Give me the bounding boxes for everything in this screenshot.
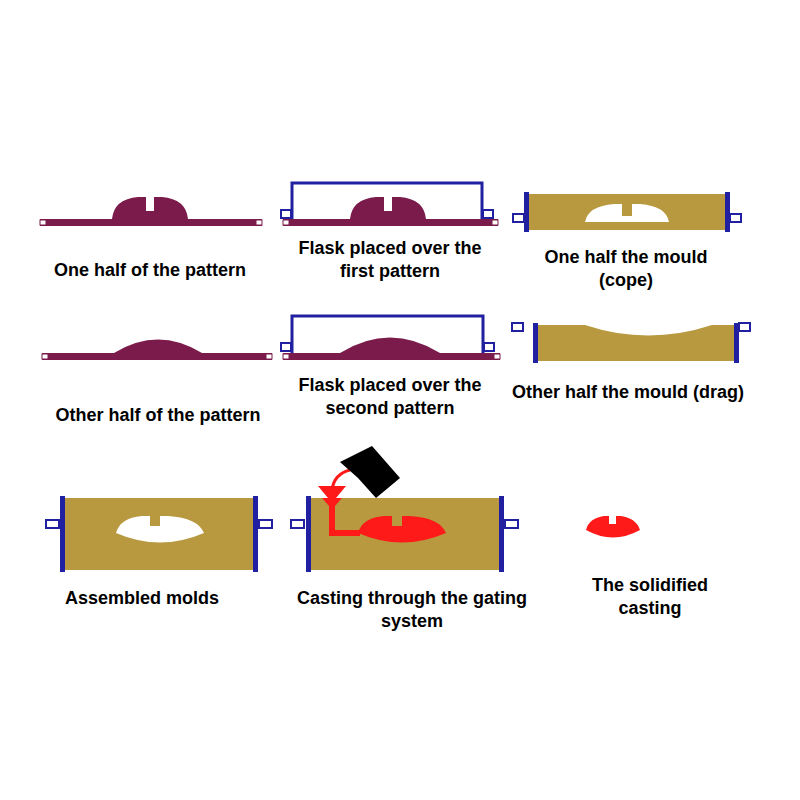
step-caption: The solidified casting: [565, 574, 735, 620]
cope-mould: [513, 192, 741, 232]
step-caption: One half of the pattern: [20, 259, 280, 282]
step-caption: Flask placed over the first pattern: [295, 237, 485, 283]
flask-over-pattern-2: [281, 316, 500, 360]
step-caption: Flask placed over the second pattern: [290, 374, 490, 420]
flask-over-pattern-1: [281, 183, 498, 226]
step-caption: Casting through the gating system: [264, 587, 560, 633]
drag-mould: [512, 323, 750, 363]
pouring-mould: [291, 446, 518, 572]
step-caption: One half the mould (cope): [517, 246, 735, 292]
step-caption: Other half the mould (drag): [510, 381, 746, 404]
step-caption: Assembled molds: [27, 587, 257, 610]
pattern-plate-1: [40, 197, 262, 226]
pattern-plate-2: [42, 340, 272, 361]
solid-casting: [586, 516, 640, 538]
assembled-mould: [46, 496, 272, 572]
step-caption: Other half of the pattern: [28, 404, 288, 427]
